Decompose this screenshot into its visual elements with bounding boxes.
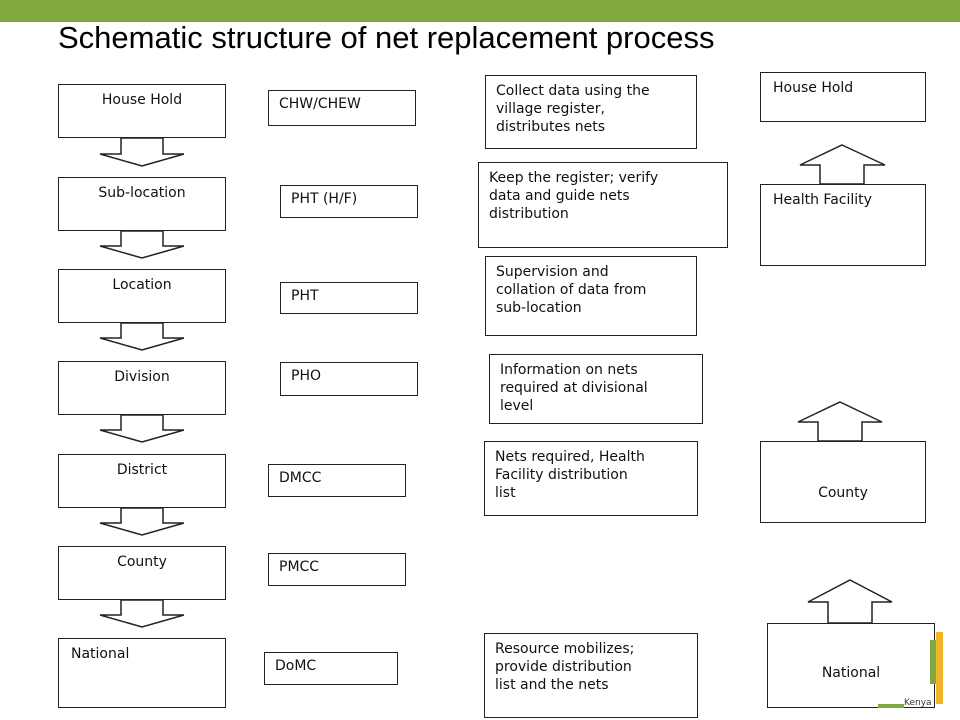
right-box-national: National <box>767 623 935 708</box>
down-arrow-5 <box>99 507 185 536</box>
actor-box-chw-chew: CHW/CHEW <box>268 90 416 126</box>
stage-label: County <box>117 554 167 570</box>
up-arrow-national <box>807 579 893 624</box>
up-arrow-health-facility <box>799 144 886 185</box>
right-box-label: House Hold <box>773 80 854 96</box>
actor-box-pmcc: PMCC <box>268 553 406 586</box>
description-box-house-hold: Collect data using the village register,… <box>485 75 697 149</box>
arrow-layer <box>99 137 893 628</box>
stage-box-national: National <box>58 638 226 708</box>
description-box-district: Nets required, Health Facility distribut… <box>484 441 698 516</box>
slide-title: Schematic structure of net replacement p… <box>58 20 715 55</box>
stage-box-division: Division <box>58 361 226 415</box>
net-replacement-diagram: House Hold Sub-location Location Divisio… <box>0 60 960 720</box>
actor-box-pht-hf: PHT (H/F) <box>280 185 418 218</box>
stage-label: Location <box>112 277 172 293</box>
description-box-division: Information on nets required at division… <box>489 354 703 424</box>
stage-box-house-hold: House Hold <box>58 84 226 138</box>
right-box-house-hold: House Hold <box>760 72 926 122</box>
stage-label: House Hold <box>101 92 183 108</box>
stage-box-district: District <box>58 454 226 508</box>
actor-box-pho: PHO <box>280 362 418 396</box>
logo-green-bar <box>930 640 936 684</box>
actor-box-domc: DoMC <box>264 652 398 685</box>
description-box-national: Resource mobilizes; provide distribution… <box>484 633 698 718</box>
description-box-sub-location: Keep the register; verify data and guide… <box>478 162 728 248</box>
right-box-label: County <box>818 485 868 501</box>
up-arrow-county <box>797 401 883 442</box>
stage-box-sub-location: Sub-location <box>58 177 226 231</box>
down-arrow-3 <box>99 322 185 351</box>
stage-box-county: County <box>58 546 226 600</box>
down-arrow-4 <box>99 414 185 443</box>
stage-label: National <box>71 646 130 662</box>
top-accent-bar <box>0 0 960 22</box>
stage-box-location: Location <box>58 269 226 323</box>
down-arrow-6 <box>99 599 185 628</box>
description-box-location: Supervision and collation of data from s… <box>485 256 697 336</box>
right-box-health-facility: Health Facility <box>760 184 926 266</box>
kenya-logo: Kenya <box>878 632 948 712</box>
logo-gold-bar <box>936 632 943 704</box>
down-arrow-1 <box>99 137 185 167</box>
down-arrow-2 <box>99 230 185 259</box>
logo-green-underline <box>878 704 904 708</box>
actor-box-pht: PHT <box>280 282 418 314</box>
stage-label: District <box>116 462 168 478</box>
logo-text: Kenya <box>904 698 932 708</box>
actor-box-dmcc: DMCC <box>268 464 406 497</box>
right-box-label: National <box>821 665 881 681</box>
right-box-label: Health Facility <box>773 192 872 208</box>
stage-label: Sub-location <box>98 185 186 201</box>
stage-label: Division <box>114 369 170 385</box>
right-box-county: County <box>760 441 926 523</box>
